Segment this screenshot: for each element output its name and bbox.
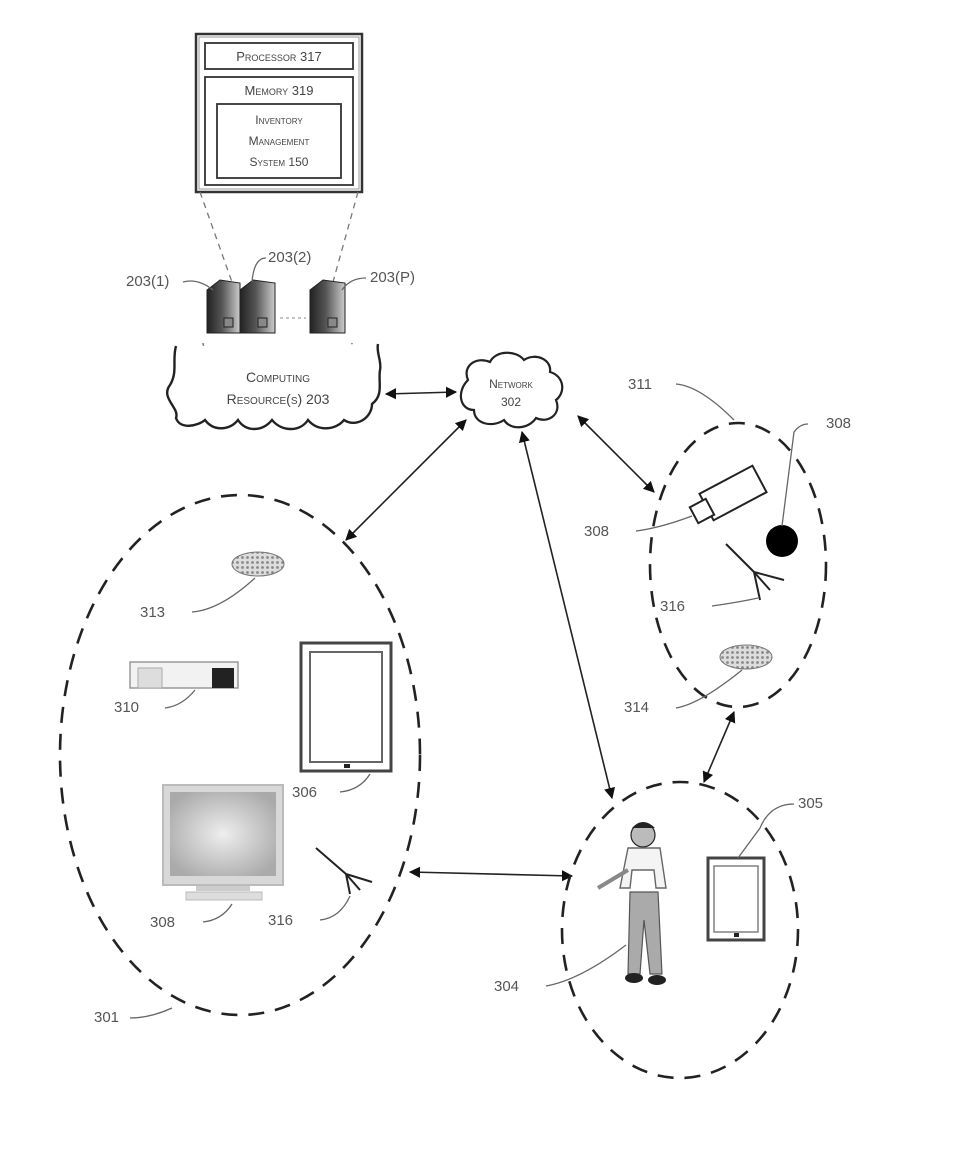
- ims-label-line3: System 150: [250, 155, 309, 169]
- server-icon: [239, 279, 276, 334]
- server-icon: [206, 279, 241, 334]
- network-label-line2: 302: [501, 395, 521, 409]
- antenna-316-label: 316: [268, 912, 293, 929]
- processor-label: Processor 317: [236, 49, 321, 64]
- computing-label-line1: Computing: [246, 369, 310, 385]
- link-network-zone301: [345, 419, 467, 541]
- connectors: [345, 386, 736, 882]
- ims-label-line1: Inventory: [255, 113, 303, 127]
- scanner-310-icon: [129, 661, 239, 689]
- zone-301-label: 301: [94, 1009, 119, 1026]
- antenna-316b-label: 316: [660, 598, 685, 615]
- sensor-dot-icon: [766, 525, 798, 557]
- server-label-p: 203(P): [370, 269, 415, 286]
- computing-resources-cloud: Computing Resource(s) 203: [166, 343, 382, 431]
- memory-label: Memory 319: [245, 83, 314, 98]
- tablet-306-label: 306: [292, 784, 317, 801]
- network-label-line1: Network: [489, 377, 533, 391]
- sensor-313-label: 313: [140, 604, 165, 621]
- server-label-1: 203(1): [126, 273, 169, 290]
- sensor-314-icon: [719, 644, 773, 670]
- camera-308-icon: [688, 464, 768, 525]
- person-304-icon: [596, 822, 667, 985]
- scanner-310-label: 310: [114, 699, 139, 716]
- projection-lines: [199, 191, 359, 283]
- person-304-label: 304: [494, 978, 519, 995]
- camera-308-label: 308: [584, 523, 609, 540]
- link-network-zone311: [577, 415, 655, 493]
- link-computing-network: [384, 386, 458, 400]
- tablet-305-label: 305: [798, 795, 823, 812]
- link-zone311-user: [702, 710, 736, 784]
- server-label-2: 203(2): [268, 249, 311, 266]
- sensor-313-icon: [231, 551, 285, 577]
- computing-label-line2: Resource(s) 203: [227, 391, 330, 407]
- zone-311-label: 311: [628, 376, 652, 393]
- zone-user: 304 305: [494, 780, 823, 1080]
- ims-label-line2: Management: [249, 134, 310, 148]
- sensor-dot-308-label: 308: [826, 415, 851, 432]
- server-icon: [309, 279, 346, 334]
- display-308-icon: [162, 784, 284, 901]
- tablet-305-icon: [706, 856, 766, 942]
- processor-memory-box: Processor 317 Memory 319 Inventory Manag…: [194, 32, 364, 194]
- antenna-316-icon: [725, 543, 785, 601]
- link-zone301-user: [408, 866, 574, 882]
- zone-311: 311 308 308 316 314: [584, 376, 851, 716]
- display-308-label: 308: [150, 914, 175, 931]
- antenna-316-icon: [315, 847, 373, 895]
- link-network-user: [518, 430, 616, 800]
- network-cloud: Network 302: [459, 351, 564, 429]
- zone-301: 301 313 310 306 308: [58, 493, 422, 1026]
- tablet-306-icon: [299, 641, 393, 773]
- sensor-314-label: 314: [624, 699, 649, 716]
- server-group: [202, 279, 353, 360]
